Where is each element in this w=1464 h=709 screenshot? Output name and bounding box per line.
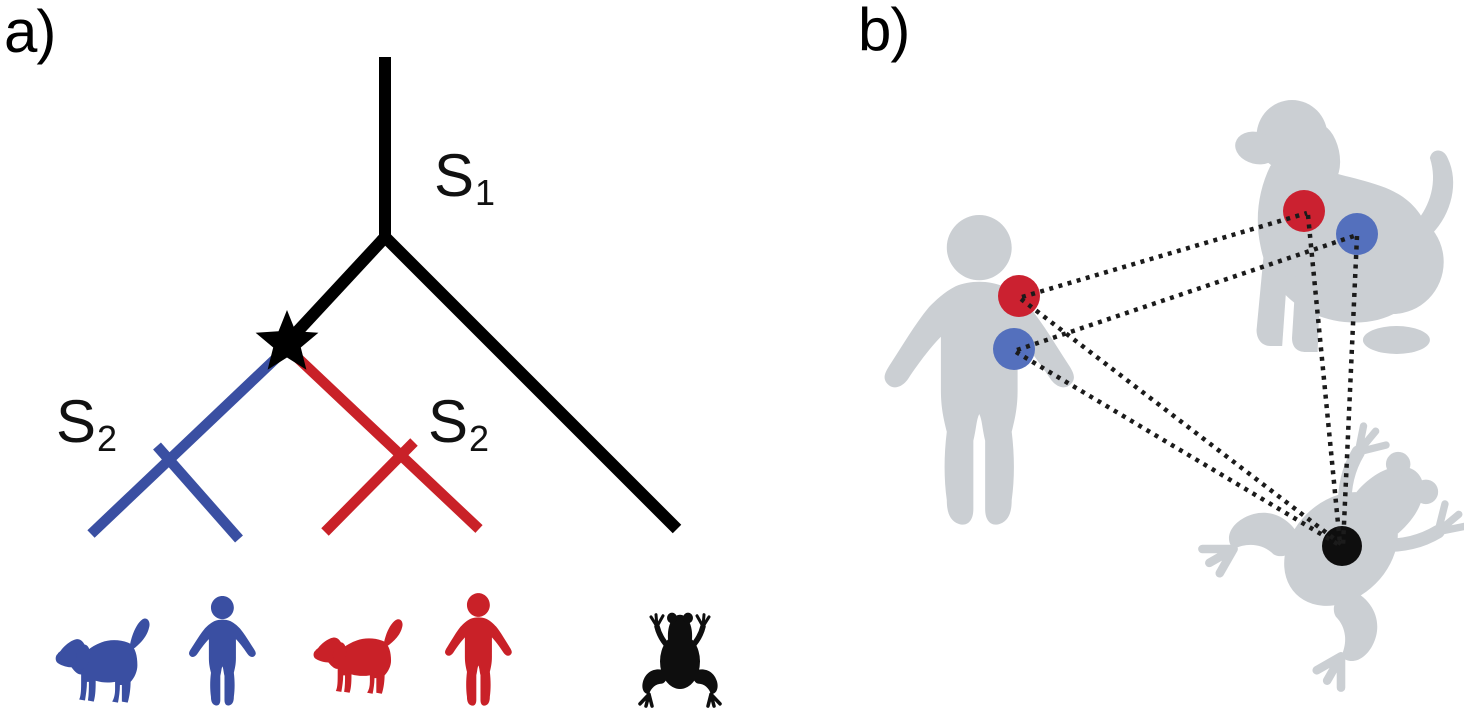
branch-blue-child: [153, 442, 243, 543]
dog-silhouette-red: [313, 619, 403, 694]
branch-blue-main: [87, 341, 294, 538]
line-humanred-frog: [1019, 297, 1343, 546]
line-dogred-frog: [1305, 214, 1343, 545]
panel-b-label: b): [858, 0, 910, 63]
branch-label-s2-right-sub: 2: [469, 417, 490, 459]
line-humanred-dogred: [1021, 210, 1308, 300]
human-silhouette-red: [445, 593, 512, 706]
branch-label-s2-left-base: S: [56, 388, 97, 455]
branch-label-s2-right: S2: [428, 392, 489, 457]
marker-human-blue: [993, 328, 1035, 370]
phylo-tree: [55, 57, 720, 706]
frog-silhouette-black: [640, 613, 720, 706]
marker-dog-red: [1283, 190, 1325, 232]
duplication-star-icon: [255, 310, 319, 370]
branch-label-s2-left: S2: [56, 392, 117, 457]
human-silhouette-gray: [884, 214, 1074, 525]
branch-root-to-star: [279, 229, 393, 351]
line-humanblue-frog: [1014, 350, 1343, 548]
branch-label-s1-sub: 1: [475, 171, 496, 213]
human-silhouette-blue: [189, 596, 256, 706]
correspondence-lines: [1014, 210, 1360, 548]
branch-label-s2-right-base: S: [428, 388, 469, 455]
dog-silhouette-blue: [55, 618, 150, 703]
branch-root-to-frog: [376, 228, 682, 534]
line-dogblue-frog: [1340, 235, 1360, 547]
correspondence-map: [884, 100, 1464, 691]
marker-dog-blue: [1336, 213, 1378, 255]
branch-label-s2-left-sub: 2: [97, 417, 118, 459]
line-humanblue-dogblue: [1016, 233, 1355, 353]
branch-red-child: [321, 438, 418, 536]
branch-label-s1: S1: [434, 146, 495, 211]
marker-human-red: [998, 275, 1040, 317]
panel-a-label: a): [4, 0, 56, 65]
branch-red-main: [280, 341, 483, 533]
branch-label-s1-base: S: [434, 142, 475, 209]
